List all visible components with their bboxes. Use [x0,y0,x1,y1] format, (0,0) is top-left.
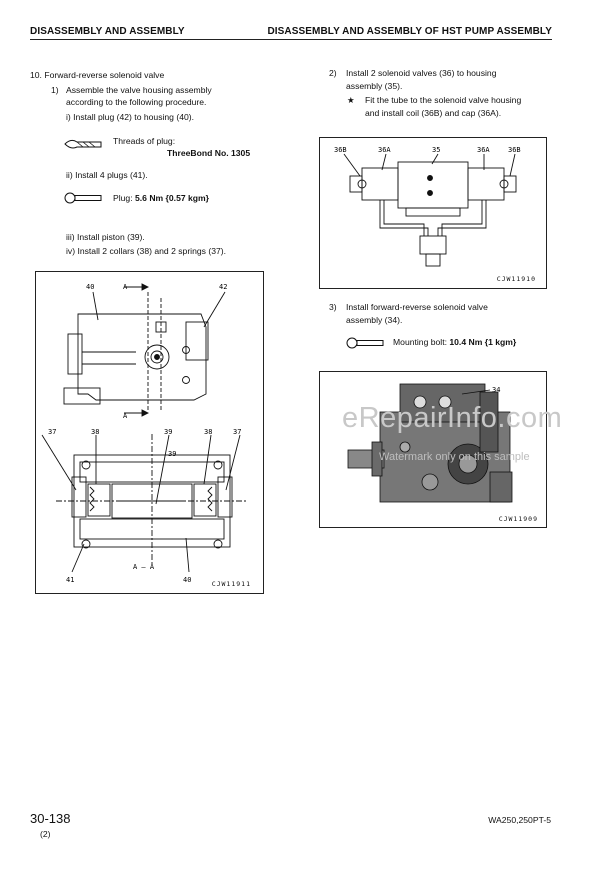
label-40-top: 40 [86,283,94,291]
page-number: 30-138 [30,811,71,826]
substep-3-line2: assembly (34). [346,315,403,325]
label-a-bottom: A [123,412,128,420]
substep-1-number: 1) [51,85,59,95]
star-icon: ★ [347,95,355,105]
watermark-note: Watermark only on this sample [379,451,530,463]
solenoid-valve-figure: 36B 36A 35 36A 36B CJW11910 [319,137,547,289]
label-35: 35 [432,146,440,154]
bolt-torque-value: 10.4 Nm {1 kgm} [449,337,517,347]
pump-assembly-photo: 34 CJW11909 [319,371,547,528]
label-40-bottom: 40 [183,576,191,584]
bolt-torque: Mounting bolt: 10.4 Nm {1 kgm} [393,336,516,349]
pump-assembly-drawing: 34 [347,383,513,503]
substep-2-number: 2) [329,68,337,78]
substep-1-line2: according to the following procedure. [66,97,207,107]
label-38-right: 38 [204,428,212,436]
plug-torque-value: 5.6 Nm {0.57 kgm} [134,193,210,203]
label-37-left: 37 [48,428,56,436]
watermark-site: eRepairInfo.com [342,402,563,434]
model-number: WA250,250PT-5 [488,815,551,825]
header-rule [30,39,552,40]
step-10-title: 10. Forward-reverse solenoid valve [30,70,165,80]
substep-ii: ii) Install 4 plugs (41). [66,170,148,180]
substep-2-note2: and install coil (36B) and cap (36A). [365,108,502,118]
adhesive-icon [64,139,102,149]
label-38-left: 38 [91,428,99,436]
label-36b-right: 36B [508,146,521,154]
substep-2-line2: assembly (35). [346,81,403,91]
substep-3-number: 3) [329,302,337,312]
substep-3-line1: Install forward-reverse solenoid valve [346,302,488,312]
valve-housing-drawing: 40 A 42 A 37 38 39 38 37 39 A – A 41 40 [41,283,248,584]
label-36a-right: 36A [477,146,490,154]
header-page-title: DISASSEMBLY AND ASSEMBLY OF HST PUMP ASS… [267,26,552,37]
label-section-aa: A – A [133,563,155,571]
solenoid-valve-drawing: 36B 36A 35 36A 36B [334,146,521,267]
label-36a-left: 36A [378,146,391,154]
bolt-torque-label: Mounting bolt: [393,337,450,347]
threads-label: Threads of plug: [113,136,176,146]
substep-2-note1: Fit the tube to the solenoid valve housi… [365,95,522,105]
plug-torque: Plug: 5.6 Nm {0.57 kgm} [113,192,209,205]
torque-wrench-icon-2 [346,337,384,349]
substep-1-line1: Assemble the valve housing assembly [66,85,212,95]
label-42: 42 [219,283,227,291]
substep-i: i) Install plug (42) to housing (40). [66,112,195,122]
substep-iii: iii) Install piston (39). [66,232,145,242]
label-a-top: A [123,283,128,291]
label-39-second: 39 [168,450,176,458]
solenoid-figure-caption: CJW11910 [496,275,536,283]
substep-iv: iv) Install 2 collars (38) and 2 springs… [66,246,227,256]
header-section-title: DISASSEMBLY AND ASSEMBLY [30,26,185,37]
label-41: 41 [66,576,74,584]
pump-figure-caption: CJW11909 [498,515,538,523]
valve-housing-figure: 40 A 42 A 37 38 39 38 37 39 A – A 41 40 … [35,271,264,594]
label-34: 34 [492,386,500,394]
label-39: 39 [164,428,172,436]
label-37-right: 37 [233,428,241,436]
revision-number: (2) [40,829,51,839]
threads-value: ThreeBond No. 1305 [167,148,251,158]
plug-torque-label: Plug: [113,193,135,203]
substep-2-line1: Install 2 solenoid valves (36) to housin… [346,68,497,78]
figure-caption: CJW11911 [211,580,251,588]
torque-wrench-icon [64,192,102,204]
label-36b-left: 36B [334,146,347,154]
